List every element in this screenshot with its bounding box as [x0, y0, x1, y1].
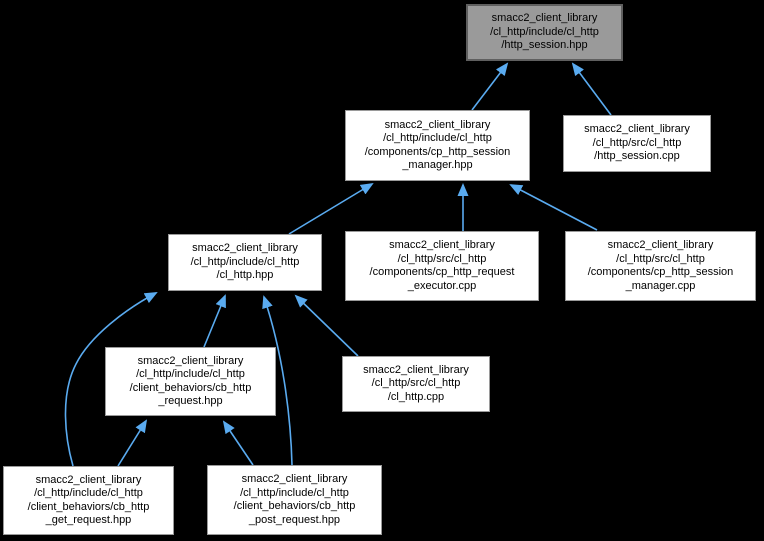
node-cb-http-get-request-hpp[interactable]: smacc2_client_library /cl_http/include/c…	[3, 466, 174, 535]
edge-cb-http-get-request-hpp-to-cl-http-hpp	[64, 292, 158, 467]
edge-cp-http-session-manager-hpp-to-http-session-hpp	[471, 62, 509, 111]
edge-cb-http-get-request-hpp-to-cb-http-request-hpp	[117, 419, 148, 467]
node-http-session-cpp[interactable]: smacc2_client_library /cl_http/src/cl_ht…	[563, 115, 711, 172]
node-cl-http-cpp[interactable]: smacc2_client_library /cl_http/src/cl_ht…	[342, 356, 490, 412]
node-cb-http-request-hpp[interactable]: smacc2_client_library /cl_http/include/c…	[105, 347, 276, 416]
edge-cb-http-post-request-hpp-to-cb-http-request-hpp	[222, 420, 254, 466]
edge-cl-http-cpp-to-cl-http-hpp	[294, 294, 359, 357]
edge-http-session-cpp-to-http-session-hpp	[571, 62, 612, 116]
node-cb-http-post-request-hpp[interactable]: smacc2_client_library /cl_http/include/c…	[207, 465, 382, 535]
edge-cp-http-session-manager-cpp-to-cp-http-session-manager-hpp	[509, 184, 598, 231]
node-http-session-hpp[interactable]: smacc2_client_library /cl_http/include/c…	[466, 4, 623, 61]
edge-cb-http-post-request-hpp-to-cl-http-hpp	[262, 295, 293, 466]
edge-cl-http-hpp-to-cp-http-session-manager-hpp	[288, 182, 374, 235]
node-cp-http-session-manager-hpp[interactable]: smacc2_client_library /cl_http/include/c…	[345, 110, 530, 181]
edge-cb-http-request-hpp-to-cl-http-hpp	[203, 294, 226, 348]
node-cp-http-request-executor-cpp[interactable]: smacc2_client_library /cl_http/src/cl_ht…	[345, 231, 539, 301]
node-cp-http-session-manager-cpp[interactable]: smacc2_client_library /cl_http/src/cl_ht…	[565, 231, 756, 301]
node-cl-http-hpp[interactable]: smacc2_client_library /cl_http/include/c…	[168, 234, 322, 291]
